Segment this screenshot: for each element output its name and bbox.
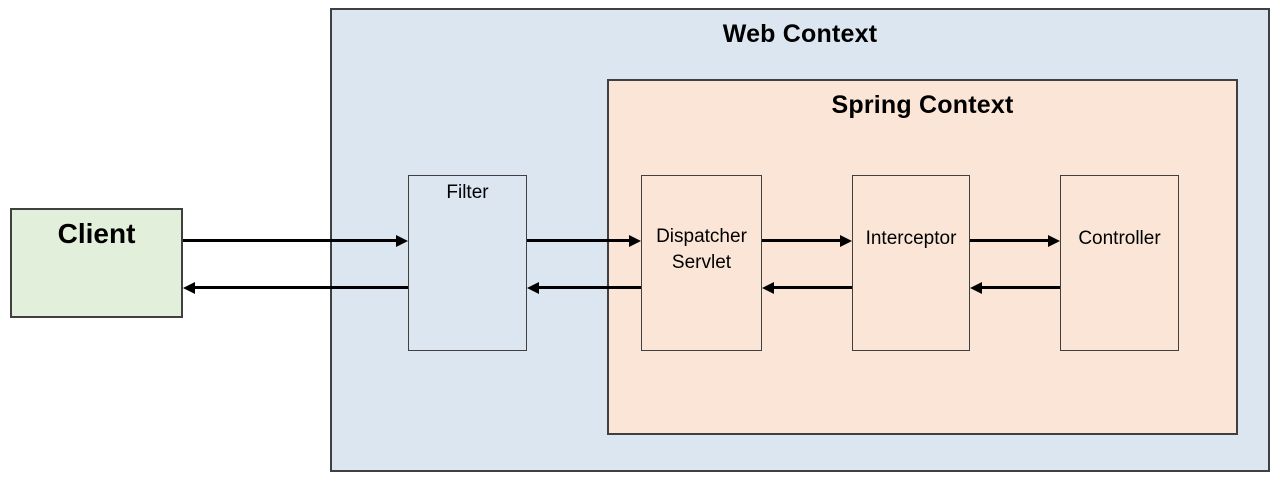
arrow-interceptor-to-dispatcher-servlet	[774, 286, 852, 289]
filter-label: Filter	[446, 182, 489, 203]
arrow-controller-to-interceptor	[982, 286, 1060, 289]
controller-node: Controller	[1060, 175, 1179, 351]
client-node: Client	[10, 208, 183, 318]
filter-node: Filter	[408, 175, 527, 351]
client-label: Client	[57, 218, 136, 249]
spring-context-title: Spring Context	[831, 91, 1014, 119]
arrow-filter-to-dispatcher-servlet	[527, 239, 629, 242]
arrow-filter-to-client	[195, 286, 408, 289]
arrow-client-to-filter	[183, 239, 396, 242]
arrow-interceptor-to-controller	[970, 239, 1048, 242]
controller-label: Controller	[1078, 228, 1161, 249]
interceptor-label: Interceptor	[865, 228, 957, 249]
interceptor-node: Interceptor	[852, 175, 970, 351]
arrow-dispatcher-servlet-to-interceptor	[762, 239, 840, 242]
arrow-dispatcher-servlet-to-filter	[539, 286, 641, 289]
web-context-title: Web Context	[722, 20, 878, 48]
dispatcher-servlet-label: Dispatcher Servlet	[656, 226, 747, 273]
dispatcher-servlet-node: Dispatcher Servlet	[641, 175, 762, 351]
